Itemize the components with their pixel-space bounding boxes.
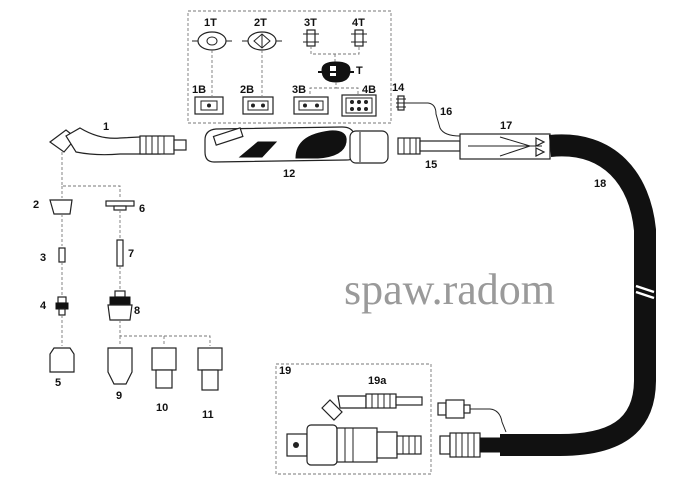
collet-body-2 xyxy=(49,199,73,215)
label-3t: 3T xyxy=(304,17,317,29)
label-19: 19 xyxy=(279,365,291,377)
label-17: 17 xyxy=(500,120,512,132)
base-3b xyxy=(293,96,329,115)
label-15: 15 xyxy=(425,159,437,171)
switch-1t xyxy=(192,31,232,51)
label-14: 14 xyxy=(392,82,405,94)
rocker-switch-t xyxy=(318,61,354,83)
label-3: 3 xyxy=(40,252,46,264)
label-1t: 1T xyxy=(204,17,217,29)
nozzle-5 xyxy=(49,347,75,373)
label-2: 2 xyxy=(33,199,39,211)
handle-12 xyxy=(204,126,389,164)
adapter-15 xyxy=(397,137,461,155)
nozzle-11 xyxy=(197,347,223,391)
label-18: 18 xyxy=(594,178,606,190)
adapter-body-19 xyxy=(286,424,422,466)
base-4b xyxy=(341,94,377,117)
adapter-kit-box-19 xyxy=(275,363,432,475)
label-8: 8 xyxy=(134,305,140,317)
torch-connector-19a xyxy=(321,393,423,421)
label-1b: 1B xyxy=(192,84,206,96)
power-connector xyxy=(439,432,501,458)
collet-3 xyxy=(58,247,66,263)
switch-4t xyxy=(351,29,367,47)
label-10: 10 xyxy=(156,402,168,414)
gas-lens-8 xyxy=(107,290,133,321)
label-12: 12 xyxy=(283,168,295,180)
label-19a: 19a xyxy=(368,375,387,387)
label-6: 6 xyxy=(139,203,145,215)
control-wire-16 xyxy=(404,102,461,137)
nozzle-9 xyxy=(107,347,133,385)
base-1b xyxy=(194,96,224,115)
hose-18 xyxy=(500,134,656,456)
control-plug xyxy=(437,399,471,419)
torch-body-1 xyxy=(48,127,187,156)
base-2b xyxy=(242,96,274,115)
nozzle-10 xyxy=(151,347,177,389)
label-t: T xyxy=(356,65,363,77)
switch-2t xyxy=(242,31,282,51)
label-1: 1 xyxy=(103,121,109,133)
label-4b: 4B xyxy=(362,84,376,96)
label-4: 4 xyxy=(40,300,47,312)
collet-7 xyxy=(116,239,124,267)
label-7: 7 xyxy=(128,248,134,260)
switch-3t xyxy=(303,29,319,47)
watermark: spaw.radom xyxy=(344,265,555,314)
label-11: 11 xyxy=(202,409,214,421)
label-3b: 3B xyxy=(292,84,306,96)
label-5: 5 xyxy=(55,377,61,389)
label-2b: 2B xyxy=(240,84,254,96)
switch-options-box xyxy=(187,10,392,124)
label-2t: 2T xyxy=(254,17,267,29)
collet-body-4 xyxy=(55,296,69,316)
label-9: 9 xyxy=(116,390,122,402)
hose-break-mark xyxy=(635,284,655,300)
sleeve-17 xyxy=(459,133,551,160)
gasket-6 xyxy=(105,200,135,211)
label-16: 16 xyxy=(440,106,452,118)
control-plug-wire xyxy=(470,408,507,433)
label-4t: 4T xyxy=(352,17,365,29)
